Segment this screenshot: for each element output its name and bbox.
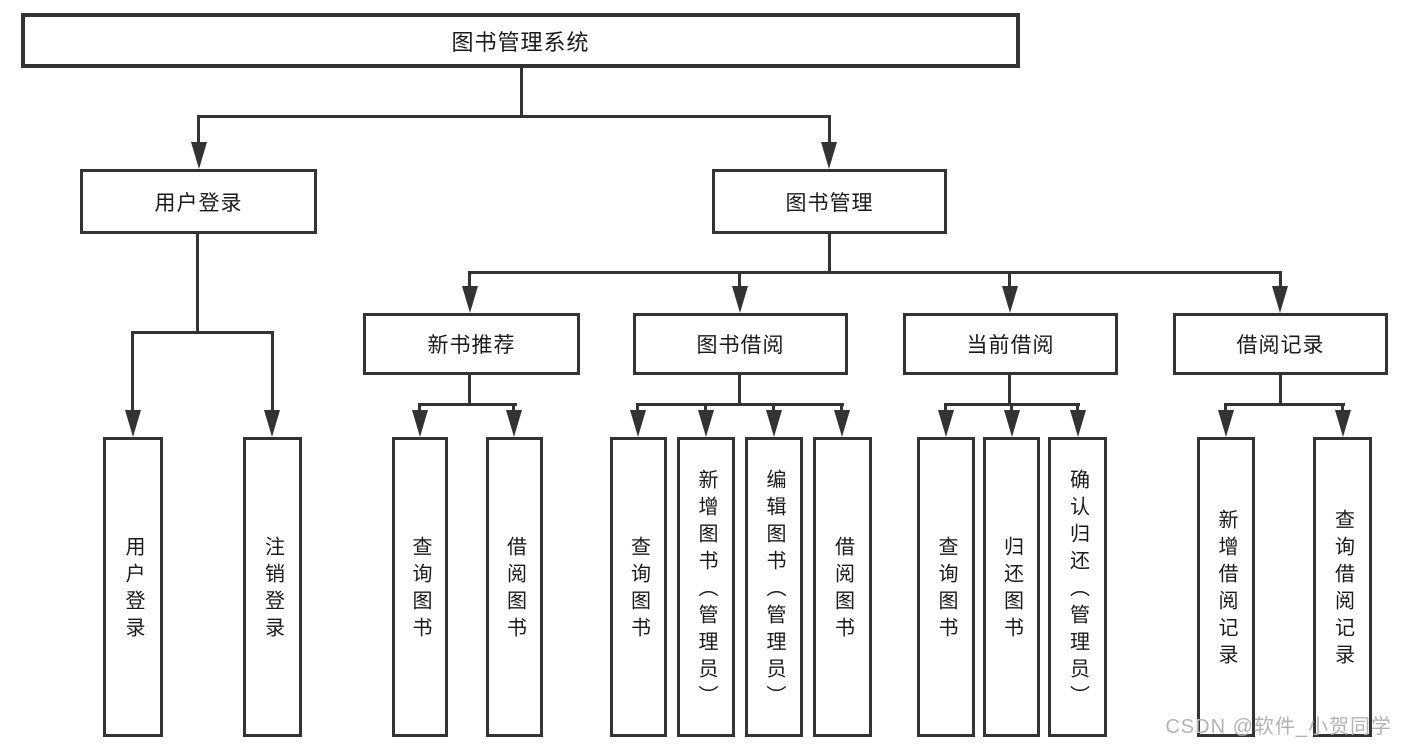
connector-line bbox=[738, 272, 741, 288]
leaf-add-borrow-record-label: 新增借阅记录 bbox=[1215, 509, 1237, 671]
leaf-borrow-books-1-label: 借阅图书 bbox=[503, 536, 526, 644]
node-current-borrow-label: 当前借阅 bbox=[966, 334, 1055, 357]
connector-line bbox=[418, 403, 517, 406]
leaf-query-borrow-record: 查询借阅记录 bbox=[1313, 437, 1372, 737]
node-new-book-recommend: 新书推荐 bbox=[363, 313, 580, 375]
arrow-down-icon bbox=[1004, 410, 1020, 437]
connector-line bbox=[1010, 404, 1013, 413]
node-new-book-recommend-label: 新书推荐 bbox=[427, 334, 516, 357]
connector-line bbox=[418, 404, 421, 413]
arrow-down-icon bbox=[1070, 410, 1086, 437]
arrow-down-icon bbox=[191, 142, 207, 169]
arrow-down-icon bbox=[766, 410, 782, 437]
connector-line bbox=[196, 232, 199, 333]
connector-line bbox=[512, 404, 515, 413]
connector-line bbox=[828, 232, 831, 273]
connector-line bbox=[636, 403, 844, 406]
leaf-add-book-admin: 新增图书（管理员） bbox=[677, 437, 735, 737]
leaf-query-books-2: 查询图书 bbox=[610, 437, 667, 737]
leaf-logout-label: 注销登录 bbox=[261, 536, 284, 644]
connector-line bbox=[1224, 403, 1345, 406]
arrow-down-icon bbox=[1272, 286, 1288, 313]
leaf-add-borrow-record: 新增借阅记录 bbox=[1197, 437, 1255, 737]
leaf-query-books-1: 查询图书 bbox=[392, 437, 448, 737]
connector-line bbox=[1224, 404, 1227, 413]
leaf-query-books-3: 查询图书 bbox=[917, 437, 975, 737]
connector-line bbox=[636, 404, 639, 413]
arrow-down-icon bbox=[125, 410, 141, 437]
arrow-down-icon bbox=[834, 410, 850, 437]
node-book-management-label: 图书管理 bbox=[785, 191, 874, 215]
node-root: 图书管理系统 bbox=[21, 13, 1020, 68]
connector-line bbox=[1279, 373, 1282, 406]
node-current-borrow: 当前借阅 bbox=[903, 313, 1118, 375]
node-user-login: 用户登录 bbox=[80, 169, 317, 234]
node-borrow-records-label: 借阅记录 bbox=[1236, 334, 1325, 357]
arrow-down-icon bbox=[1335, 410, 1351, 437]
connector-line bbox=[840, 404, 843, 413]
leaf-query-books-1-label: 查询图书 bbox=[409, 536, 431, 644]
connector-line bbox=[944, 404, 947, 413]
arrow-down-icon bbox=[821, 142, 837, 169]
leaf-return-books-label: 归还图书 bbox=[1000, 536, 1023, 644]
arrow-down-icon bbox=[698, 410, 714, 437]
connector-line bbox=[828, 116, 831, 144]
connector-line bbox=[520, 66, 523, 117]
connector-line bbox=[1008, 373, 1011, 406]
node-borrow-records: 借阅记录 bbox=[1173, 313, 1388, 375]
arrow-down-icon bbox=[264, 410, 280, 437]
leaf-edit-book-admin: 编辑图书（管理员） bbox=[745, 437, 803, 737]
arrow-down-icon bbox=[938, 410, 954, 437]
connector-line bbox=[468, 271, 1282, 274]
connector-line bbox=[738, 373, 741, 406]
csdn-watermark: CSDN @软件_小贺同学 bbox=[1165, 716, 1392, 738]
arrow-down-icon bbox=[732, 286, 748, 313]
leaf-confirm-return-admin-label: 确认归还（管理员） bbox=[1066, 468, 1089, 712]
arrow-down-icon bbox=[412, 410, 428, 437]
connector-line bbox=[772, 404, 775, 413]
leaf-add-book-admin-label: 新增图书（管理员） bbox=[695, 468, 717, 712]
leaf-edit-book-admin-label: 编辑图书（管理员） bbox=[763, 468, 785, 712]
connector-line bbox=[271, 332, 274, 413]
leaf-user-login-label: 用户登录 bbox=[122, 536, 144, 644]
connector-line bbox=[468, 373, 471, 406]
connector-line bbox=[197, 115, 831, 118]
arrow-down-icon bbox=[630, 410, 646, 437]
node-book-borrow-label: 图书借阅 bbox=[696, 334, 785, 357]
leaf-query-borrow-record-label: 查询借阅记录 bbox=[1331, 509, 1354, 671]
leaf-return-books: 归还图书 bbox=[983, 437, 1040, 737]
leaf-borrow-books-2: 借阅图书 bbox=[813, 437, 872, 737]
connector-line bbox=[468, 272, 471, 288]
connector-line bbox=[131, 332, 134, 413]
node-book-borrow: 图书借阅 bbox=[633, 313, 848, 375]
node-user-login-label: 用户登录 bbox=[154, 191, 243, 215]
connector-line bbox=[131, 331, 274, 334]
leaf-query-books-2-label: 查询图书 bbox=[627, 536, 650, 644]
connector-line bbox=[1279, 272, 1282, 288]
leaf-logout: 注销登录 bbox=[243, 437, 302, 737]
leaf-confirm-return-admin: 确认归还（管理员） bbox=[1048, 437, 1107, 737]
leaf-user-login: 用户登录 bbox=[103, 437, 163, 737]
node-root-label: 图书管理系统 bbox=[451, 29, 590, 55]
connector-line bbox=[197, 116, 200, 144]
arrow-down-icon bbox=[1002, 286, 1018, 313]
leaf-query-books-3-label: 查询图书 bbox=[935, 536, 957, 644]
connector-line bbox=[1341, 404, 1344, 413]
connector-line bbox=[704, 404, 707, 413]
leaf-borrow-books-2-label: 借阅图书 bbox=[831, 536, 854, 644]
arrow-down-icon bbox=[462, 286, 478, 313]
connector-line bbox=[1008, 272, 1011, 288]
arrow-down-icon bbox=[506, 410, 522, 437]
node-book-management: 图书管理 bbox=[712, 169, 947, 234]
arrow-down-icon bbox=[1218, 410, 1234, 437]
connector-line bbox=[1076, 404, 1079, 413]
leaf-borrow-books-1: 借阅图书 bbox=[486, 437, 543, 737]
